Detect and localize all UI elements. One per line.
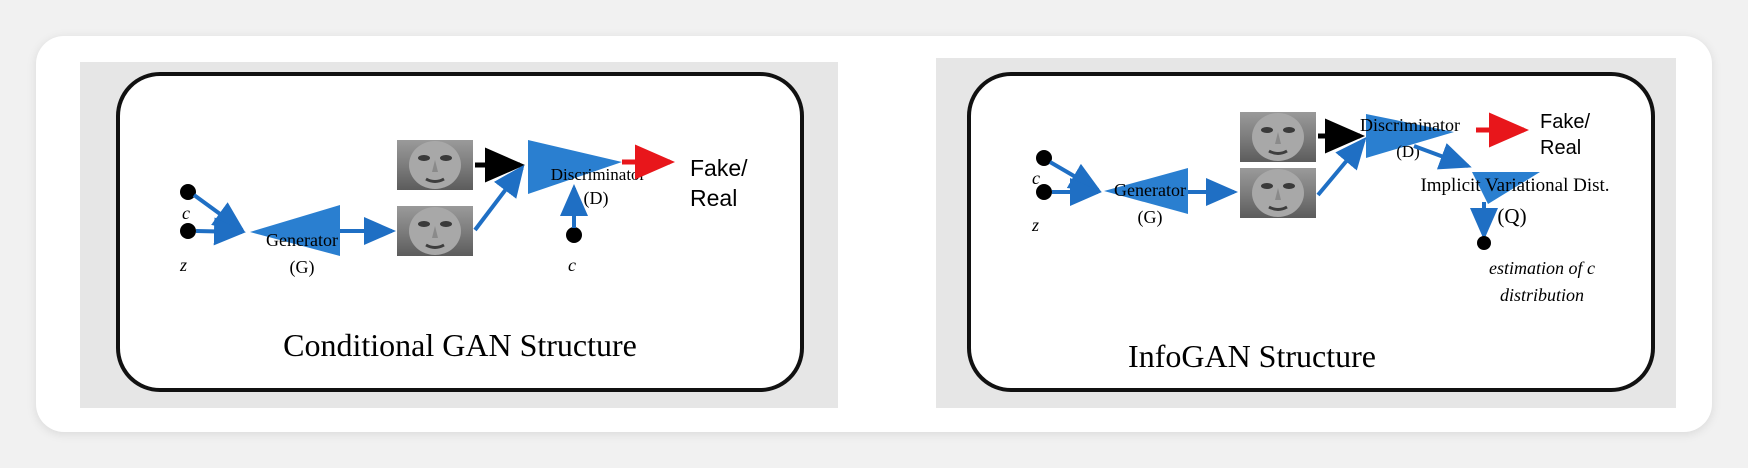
infogan-estimate-node-icon [1477, 236, 1491, 250]
infogan-z-node-icon [1036, 184, 1052, 200]
cgan-fake-to-discriminator-arrow [473, 164, 525, 232]
cgan-output-label-line2: Real [690, 185, 737, 211]
infogan-c-node-icon [1036, 150, 1052, 166]
cgan-discriminator-symbol: (D) [584, 188, 609, 209]
infogan-discriminator-label: Discriminator [1360, 115, 1460, 135]
infogan-estimate-label-line1: estimation of c [1489, 258, 1595, 278]
infogan-title: InfoGAN Structure [1128, 338, 1376, 374]
infogan-estimate-label-line2: distribution [1500, 285, 1584, 305]
infogan-generator-label: Generator [1114, 180, 1186, 200]
cgan-real-face-icon [395, 138, 475, 192]
cgan-output-label-line1: Fake/ [690, 155, 748, 181]
infogan-discriminator-to-q-arrow [1413, 143, 1472, 170]
infogan-generator-triangle [1104, 168, 1188, 214]
infogan-generator-symbol: (G) [1138, 207, 1163, 228]
infogan-discriminator-triangle [1366, 114, 1454, 158]
cgan-generator-symbol: (G) [290, 257, 315, 278]
infogan-generated-face-icon [1238, 166, 1318, 220]
infogan-q-label: Implicit Variational Dist. [1420, 175, 1609, 196]
infogan-frame [967, 72, 1655, 392]
infogan-fake-to-discriminator-arrow [1316, 136, 1367, 197]
infogan-output-label-line2: Real [1540, 137, 1581, 159]
cgan-title: Conditional GAN Structure [283, 327, 637, 363]
cgan-generator-triangle [250, 205, 340, 256]
cgan-generated-face-icon [395, 204, 475, 258]
infogan-input-z-label: z [1031, 215, 1039, 235]
cgan-condition-node-icon [566, 227, 582, 243]
cgan-z-node-icon [180, 223, 196, 239]
cgan-input-c-label: c [182, 203, 190, 223]
cgan-c-node-icon [180, 184, 196, 200]
infogan-real-face-icon [1238, 110, 1318, 164]
cgan-discriminator-triangle [528, 140, 622, 194]
cgan-condition-c-label: c [568, 255, 576, 275]
infogan-output-label-line1: Fake/ [1540, 111, 1590, 133]
cgan-generator-label: Generator [266, 230, 338, 250]
infogan-q-triangle [1472, 172, 1540, 204]
cgan-z-to-generator-arrow [195, 217, 246, 246]
infogan-q-symbol: (Q) [1497, 204, 1526, 228]
cgan-input-z-label: z [179, 255, 187, 275]
infogan-input-c-label: c [1032, 168, 1040, 188]
cgan-discriminator-label: Discriminator [551, 165, 646, 184]
